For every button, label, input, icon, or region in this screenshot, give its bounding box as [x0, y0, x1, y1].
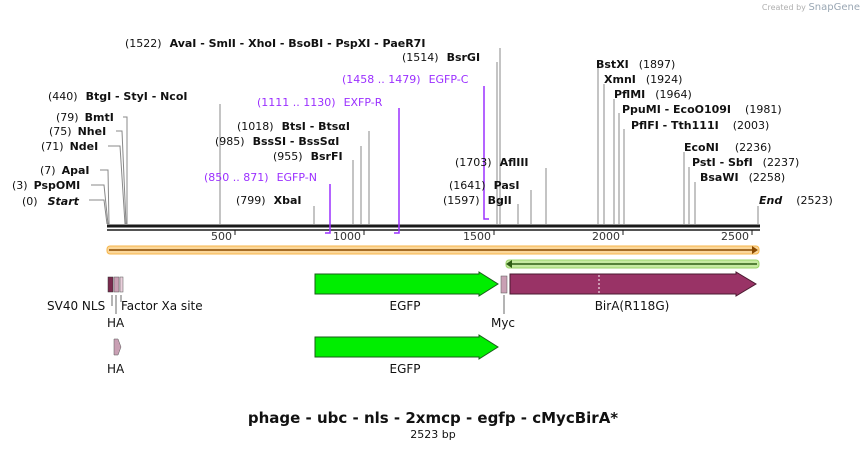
- site-pflmi: PflMI(1964): [614, 88, 692, 101]
- primer-marks: [325, 86, 489, 234]
- feature-label-connectors: [111, 295, 505, 314]
- feature-track-1: [107, 271, 757, 297]
- tick-label-2000: 2000: [592, 230, 620, 243]
- feature-sv40-nls: [107, 276, 114, 293]
- site-afliii: (1703)AflIII: [455, 156, 529, 169]
- map-length: 2523 bp: [410, 428, 456, 441]
- primer-labels: (850 .. 871)EGFP-N (1111 .. 1130)EXFP-R …: [204, 73, 469, 184]
- feature-track-2: HA EGFP: [107, 334, 499, 376]
- label-sv40-nls: SV40 NLS: [47, 299, 105, 313]
- primer-mark-exfp-r: [394, 108, 400, 234]
- site-psti-sbfi: PstI - SbfI(2237): [692, 156, 799, 169]
- site-ppumi-eco: PpuMI - EcoO109I(1981): [622, 103, 782, 116]
- leader-ndei: [108, 145, 126, 225]
- site-bsssi-bssai: (985)BssSI - BssSαI: [215, 135, 339, 148]
- tick-label-1500: 1500: [463, 230, 491, 243]
- tick-label-2500: 2500: [721, 230, 749, 243]
- map-title: phage - ubc - nls - 2xmcp - egfp - cMycB…: [247, 409, 619, 427]
- snapgene-credit: Created by SnapGene: [762, 2, 860, 13]
- site-bstxi: BstXI(1897): [596, 58, 675, 71]
- feature-egfp-2: [314, 334, 499, 360]
- credit-prefix: Created by: [761, 3, 806, 12]
- label-bira: BirA(R118G): [595, 299, 670, 313]
- site-bmti: (79)BmtI: [56, 111, 114, 124]
- primer-egfp-c: (1458 .. 1479)EGFP-C: [342, 73, 469, 86]
- site-nhei: (75)NheI: [49, 125, 106, 138]
- site-bsrfi: (955)BsrFI: [273, 150, 343, 163]
- label-egfp-2: EGFP: [389, 362, 420, 376]
- ruler-ticks: [234, 230, 753, 235]
- feature-factor-xa: [119, 276, 124, 293]
- primer-exfp-r: (1111 .. 1130)EXFP-R: [257, 96, 383, 109]
- label-ha-1: HA: [107, 316, 125, 330]
- primer-mark-egfp-c: [483, 86, 489, 220]
- snapgene-logo: SnapGene: [808, 2, 860, 13]
- feature-egfp-1: [314, 271, 499, 297]
- leader-bmti: [123, 116, 128, 224]
- green-feature-arrowhead: [506, 260, 512, 268]
- leader-start: [89, 199, 108, 225]
- site-bglii: (1597)BglI: [443, 194, 512, 207]
- site-ndei: (71)NdeI: [41, 140, 98, 153]
- label-myc: Myc: [491, 316, 515, 330]
- primer-egfp-n: (850 .. 871)EGFP-N: [204, 171, 317, 184]
- site-leader-lines: [89, 48, 759, 225]
- site-apai: (7)ApaI: [40, 164, 90, 177]
- orange-feature: [106, 245, 760, 255]
- site-xmni: XmnI(1924): [604, 73, 682, 86]
- site-avai-group: (1522)AvaI - SmlI - XhoI - BsoBI - PspXI…: [125, 37, 425, 50]
- tick-label-1000: 1000: [333, 230, 361, 243]
- tick-label-500: 500: [211, 230, 232, 243]
- sequence-ruler: 500 1000 1500 2000 2500: [107, 224, 760, 243]
- feature-ha-1: [113, 276, 120, 293]
- leader-apai: [100, 169, 110, 225]
- site-labels: (0)Start (3)PspOMI (7)ApaI (71)NdeI (75)…: [12, 37, 833, 208]
- label-factor-xa: Factor Xa site: [121, 299, 203, 313]
- leader-nhei: [116, 130, 127, 225]
- site-pspomi: (3)PspOMI: [12, 179, 80, 192]
- site-xbai: (799)XbaI: [236, 194, 301, 207]
- site-start: (0)Start: [22, 195, 80, 208]
- site-bsawi: BsaWI(2258): [700, 171, 785, 184]
- orange-feature-arrowhead: [752, 246, 758, 254]
- site-econi: EcoNI(2236): [684, 141, 771, 154]
- site-pasi: (1641)PasI: [449, 179, 519, 192]
- site-bsrgi: (1514)BsrGI: [402, 51, 480, 64]
- primer-mark-egfp-n: [325, 184, 331, 234]
- feature-ha-2: [113, 338, 122, 356]
- site-pflfi-tth: PflFI - Tth111I(2003): [631, 119, 769, 132]
- label-egfp-1: EGFP: [389, 299, 420, 313]
- plasmid-map: 500 1000 1500 2000 2500: [12, 37, 833, 376]
- green-feature: [505, 259, 760, 269]
- site-btsi-btsai: (1018)BtsI - BtsαI: [237, 120, 350, 133]
- leader-pspomi: [91, 184, 109, 225]
- feature-track-1-labels: SV40 NLS HA Factor Xa site EGFP Myc BirA…: [47, 299, 669, 330]
- feature-myc: [500, 275, 508, 294]
- label-ha-2: HA: [107, 362, 125, 376]
- site-btgi-styi-ncoi: (440)BtgI - StyI - NcoI: [48, 90, 187, 103]
- feature-bira: [509, 271, 757, 297]
- site-end: End(2523): [759, 194, 833, 207]
